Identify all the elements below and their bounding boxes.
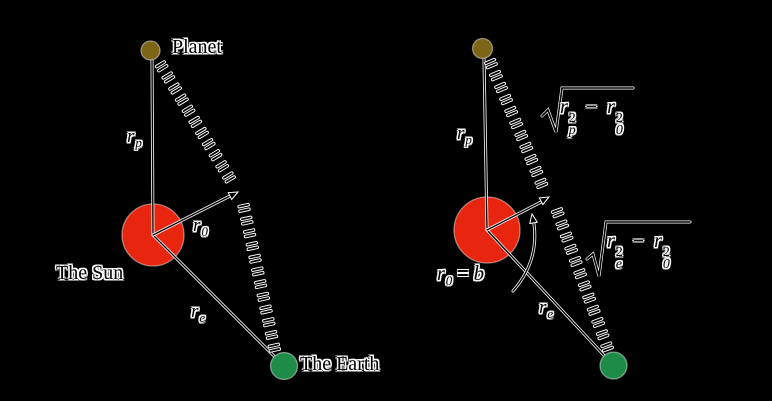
rp-sub: p [135, 135, 142, 150]
rp-label-left: rp [127, 126, 142, 151]
re-line-left [152, 234, 285, 367]
term-sup: 2 [568, 111, 576, 126]
r0-line-right [486, 199, 546, 231]
r0-base: r [437, 263, 445, 285]
minus-sign: − [585, 96, 598, 118]
re-sub: e [547, 306, 554, 321]
curved-pointer-arrow [529, 212, 539, 225]
sight-line-upper-left [155, 61, 235, 183]
term-base: r [607, 96, 615, 118]
term-sub: 0 [662, 257, 670, 272]
sight-line-upper-right [485, 58, 548, 189]
radical-sign-top [541, 87, 634, 133]
planet-circle-left [140, 40, 161, 61]
re-sub: e [199, 310, 206, 325]
impact-parameter-b: b [473, 261, 485, 285]
term-sup: 2 [615, 111, 623, 126]
term-sup: 2 [615, 245, 623, 260]
rp-line-left [151, 59, 154, 236]
sight-line-lower-right [551, 208, 613, 352]
radical-sign-bottom [586, 221, 691, 277]
term-sub: 0 [615, 123, 623, 138]
earth-label: The Earth [300, 353, 380, 375]
sight-line-lower-right-halo [550, 207, 614, 353]
rp-base: r [127, 126, 135, 147]
earth-circle-right [599, 351, 628, 380]
re-line-right [486, 229, 614, 366]
planet-label: Planet [172, 36, 222, 58]
curved-pointer-shaft [512, 217, 536, 292]
re-label-right: re [539, 297, 553, 322]
term-sub: p [568, 123, 576, 138]
re-base: r [539, 297, 547, 318]
term-base: r [607, 230, 615, 252]
term-sup: 2 [662, 245, 670, 260]
rp-label-right: rp [457, 123, 472, 148]
term-base: r [560, 96, 568, 118]
r0-arrow-right [538, 196, 551, 206]
rp-sub: p [465, 132, 472, 147]
r0-equals-b-label: r0 =b [437, 261, 484, 289]
r0-label-left: r0 [193, 215, 208, 240]
r0-base: r [193, 215, 201, 236]
minus-sign: − [632, 230, 645, 252]
r0-sub: 0 [445, 273, 453, 288]
rp-line-right [483, 57, 488, 231]
sight-line-lower-left [238, 203, 281, 352]
term-base: r [654, 230, 662, 252]
re-base: r [191, 301, 199, 322]
planet-circle-right [471, 37, 494, 60]
equals-sign: = [457, 263, 469, 285]
r0-line-left [152, 193, 235, 236]
r0-sub: 0 [201, 224, 208, 239]
earth-circle-left [269, 351, 299, 381]
rp-base: r [457, 123, 465, 144]
re-label-left: re [191, 301, 205, 326]
term-sub: e [615, 257, 623, 272]
r0-arrow-left [227, 191, 240, 201]
sun-label: The Sun [56, 262, 124, 284]
